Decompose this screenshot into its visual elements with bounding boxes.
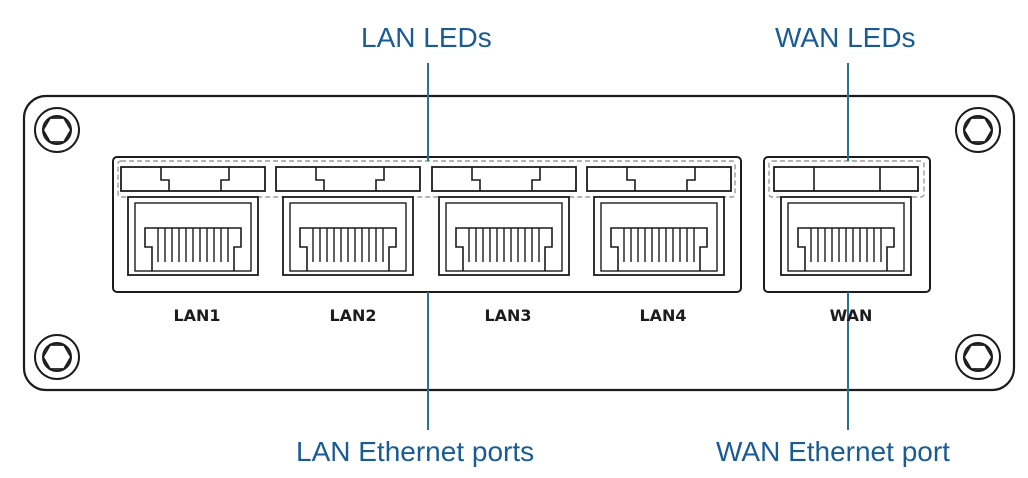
port-label-wan: WAN [829,306,873,325]
wan-leds-callout: WAN LEDs [775,22,916,53]
ethernet-port-lan1 [120,166,266,276]
port-label-lan3: LAN3 [484,306,532,325]
screw-icon [34,107,80,153]
ethernet-port-lan4 [586,166,732,276]
screw-icon [955,334,1001,380]
lan-led-highlight [117,160,736,198]
wan-led-highlight [768,160,925,198]
ethernet-port-lan2 [275,166,421,276]
port-label-lan2: LAN2 [329,306,377,325]
ethernet-port-wan [773,166,919,276]
screw-icon [34,334,80,380]
lan-leds-callout: LAN LEDs [361,22,492,53]
wan-port-callout: WAN Ethernet port [716,436,950,467]
screw-icon [955,107,1001,153]
port-label-lan4: LAN4 [639,306,687,325]
ethernet-port-lan3 [431,166,577,276]
port-label-lan1: LAN1 [173,306,221,325]
lan-ports-callout: LAN Ethernet ports [296,436,535,467]
